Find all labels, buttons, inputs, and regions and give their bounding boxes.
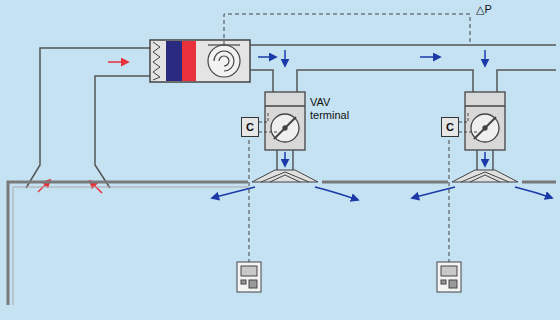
- room-air-arrows: [212, 187, 552, 200]
- pressure-sensor-line: [224, 14, 470, 45]
- supply-air-arrows: [258, 50, 485, 166]
- vav-terminal-unit: [465, 92, 505, 170]
- wall: [13, 187, 248, 305]
- cooling-coil: [166, 41, 182, 81]
- label-text: VAV terminal: [310, 96, 349, 121]
- air-handling-unit: [150, 40, 250, 82]
- controller-box: C: [241, 117, 259, 137]
- controller-box: C: [441, 117, 459, 137]
- controller-letter: C: [446, 122, 454, 133]
- controller-letter: C: [246, 122, 254, 133]
- terminal-label: VAV terminal: [310, 96, 364, 122]
- pressure-label: △P: [476, 3, 492, 16]
- thermostat-wire: [249, 140, 449, 262]
- filter: [153, 42, 160, 80]
- supply-duct: [250, 45, 556, 92]
- supply-fan: [208, 45, 240, 77]
- thermostat: [237, 262, 461, 292]
- ceiling-diffuser: [252, 170, 518, 182]
- outdoor-air-arrows: [38, 62, 128, 193]
- ceiling: [8, 182, 556, 305]
- intake-duct: [26, 48, 150, 188]
- heating-coil: [182, 41, 196, 81]
- label-text: △P: [476, 3, 492, 15]
- vav-terminal-unit: [265, 92, 305, 170]
